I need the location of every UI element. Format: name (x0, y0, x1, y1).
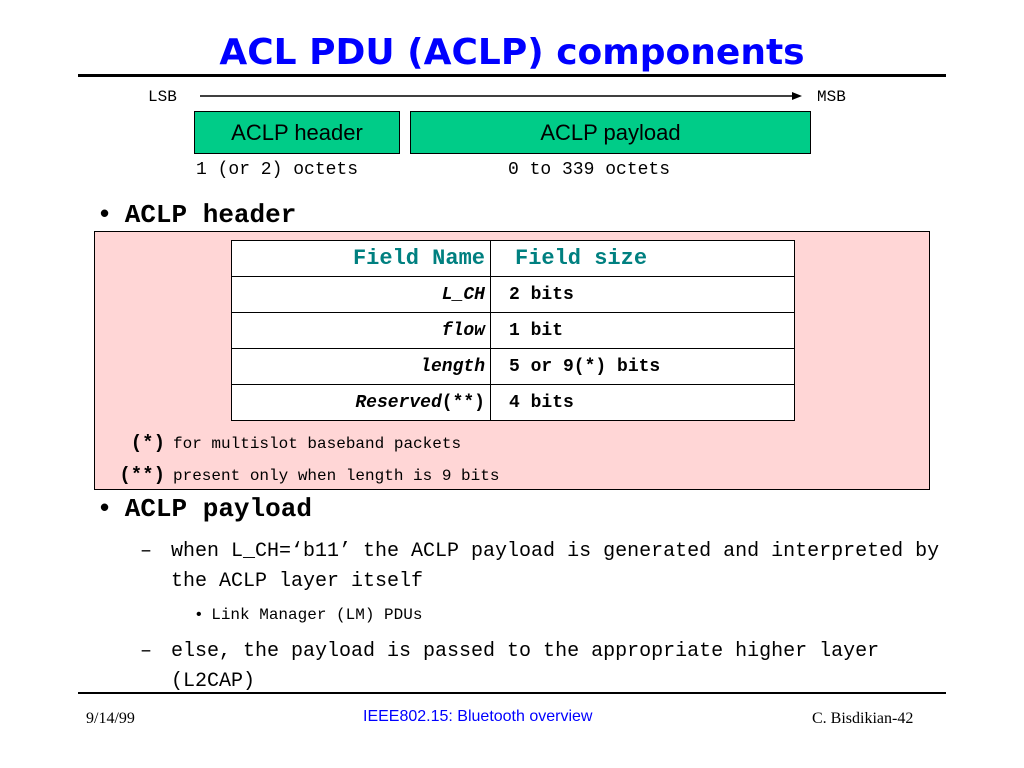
footnote-text: for multislot baseband packets (173, 435, 462, 453)
aclp-payload-box: ACLP payload (410, 111, 811, 154)
field-size-cell: 2 bits (490, 276, 795, 313)
payload-item-text: when L_CH=‘b11’ the ACLP payload is gene… (171, 540, 940, 593)
field-size-cell: 5 or 9(*) bits (490, 348, 795, 385)
payload-subitem-text: Link Manager (LM) PDUs (211, 606, 423, 624)
table-row: Reserved(**) 4 bits (231, 384, 795, 421)
table-row: flow 1 bit (231, 312, 795, 349)
payload-item-higher-layer: – else, the payload is passed to the app… (140, 637, 940, 697)
bullet-aclp-payload: • ACLP payload (100, 492, 312, 524)
field-name-cell: Reserved(**) (231, 384, 491, 421)
footnote-text: present only when length is 9 bits (173, 467, 500, 485)
bullet-aclp-header: • ACLP header (100, 198, 296, 230)
payload-item-text: else, the payload is passed to the appro… (171, 640, 880, 693)
sub-bullet-dot: • (196, 606, 202, 623)
field-name-cell: flow (231, 312, 491, 349)
footer-title: IEEE802.15: Bluetooth overview (363, 708, 593, 725)
footnote-reserved: (**) present only when length is 9 bits (95, 464, 499, 486)
field-name-cell: L_CH (231, 276, 491, 313)
title-divider (78, 74, 946, 77)
bit-order-arrow (200, 92, 802, 100)
footnote-mark: (*) (130, 432, 165, 454)
col-field-name: Field Name (231, 240, 491, 277)
field-name: flow (441, 320, 485, 341)
field-size-cell: 4 bits (490, 384, 795, 421)
header-size-label: 1 (or 2) octets (196, 160, 359, 180)
footnote-multislot: (*) for multislot baseband packets (95, 432, 461, 454)
field-size-cell: 1 bit (490, 312, 795, 349)
table-row: length 5 or 9(*) bits (231, 348, 795, 385)
bullet-aclp-header-label: ACLP header (124, 200, 297, 230)
table-header-row: Field Name Field size (231, 240, 795, 277)
bullet-dot: • (100, 492, 110, 522)
payload-subitem-lm-pdus: • Link Manager (LM) PDUs (196, 606, 422, 624)
dash-mark: – (140, 540, 153, 563)
table-row: L_CH 2 bits (231, 276, 795, 313)
bullet-aclp-payload-label: ACLP payload (124, 494, 312, 524)
footnote-mark: (**) (119, 464, 165, 486)
msb-label: MSB (817, 88, 846, 106)
slide-title: ACL PDU (ACLP) components (219, 32, 805, 73)
header-fields-panel: Field Name Field size L_CH 2 bits flow 1… (94, 231, 930, 490)
footer-date: 9/14/99 (86, 710, 135, 727)
footer-page: C. Bisdikian-42 (812, 710, 914, 727)
dash-mark: – (140, 640, 153, 663)
payload-item-aclp-layer: – when L_CH=‘b11’ the ACLP payload is ge… (140, 537, 940, 597)
field-name: L_CH (441, 284, 485, 305)
field-name-suffix: (**) (441, 392, 485, 413)
field-name-cell: length (231, 348, 491, 385)
header-fields-table: Field Name Field size L_CH 2 bits flow 1… (231, 240, 795, 421)
field-name: Reserved (355, 392, 442, 413)
col-field-size: Field size (490, 240, 795, 277)
payload-size-label: 0 to 339 octets (508, 160, 671, 180)
field-name: length (420, 356, 485, 377)
aclp-header-box: ACLP header (194, 111, 400, 154)
lsb-label: LSB (148, 88, 177, 106)
footer-divider (78, 692, 946, 694)
bullet-dot: • (100, 198, 110, 228)
